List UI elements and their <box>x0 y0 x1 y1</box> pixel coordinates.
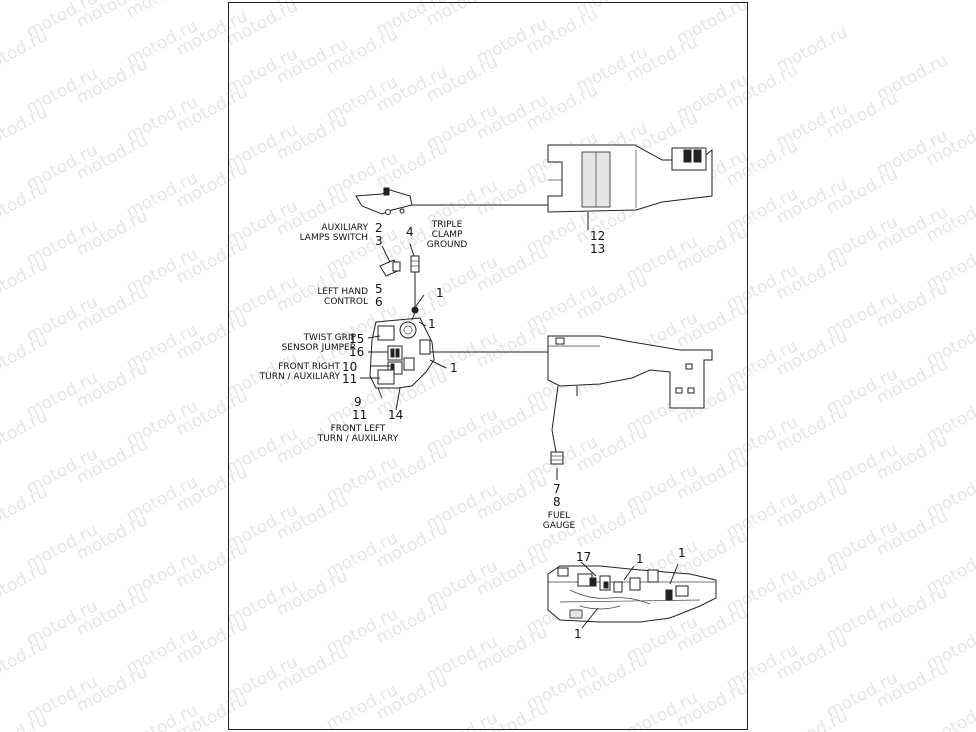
connector-bracket-assembly <box>369 311 548 389</box>
aux-lamp-connector <box>379 245 401 277</box>
callout-13: 13 <box>590 242 606 256</box>
callout-5: 5 <box>375 282 383 296</box>
callout-12: 12 <box>590 229 606 243</box>
callout-15: 15 <box>349 332 365 346</box>
callout-14: 14 <box>388 408 404 422</box>
aux-lamps-switch-label: AUXILIARY LAMPS SWITCH <box>299 223 368 243</box>
callout-1-upper: 1 <box>436 286 444 300</box>
callout-4: 4 <box>406 225 414 239</box>
lower-harness-assembly <box>547 335 713 480</box>
front-left-turn-label: FRONT LEFT TURN / AUXILIARY <box>317 424 399 444</box>
callout-7: 7 <box>553 482 561 496</box>
callout-2: 2 <box>375 221 383 235</box>
fuel-gauge-label: FUEL GAUGE <box>542 511 576 531</box>
front-right-turn-label: FRONT RIGHT TURN / AUXILIARY <box>259 362 340 382</box>
callout-1-bracket: 1 <box>428 317 436 331</box>
callout-8: 8 <box>553 495 561 509</box>
callout-11-lower: 11 <box>352 408 368 422</box>
left-hand-control-label: LEFT HAND CONTROL <box>317 287 368 307</box>
leader-lines <box>360 294 447 411</box>
callout-3: 3 <box>375 234 383 248</box>
callout-9: 9 <box>354 395 362 409</box>
diagram-frame <box>228 2 748 730</box>
upper-harness-assembly <box>355 144 713 230</box>
callout-11-upper: 11 <box>342 372 358 386</box>
callout-6: 6 <box>375 295 383 309</box>
callout-17: 17 <box>576 550 592 564</box>
callout-1-inset-right: 1 <box>678 546 686 560</box>
callout-10: 10 <box>342 360 358 374</box>
twist-grip-sensor-label: TWIST GRIP SENSOR JUMPER <box>281 333 356 353</box>
callout-1-inset-bottom: 1 <box>574 627 582 641</box>
callout-1-wire: 1 <box>450 361 458 375</box>
inset-view-assembly <box>547 561 717 629</box>
triple-clamp-ground-connector <box>409 243 420 314</box>
triple-clamp-ground-label: TRIPLE CLAMP GROUND <box>426 220 468 250</box>
callout-16: 16 <box>349 345 365 359</box>
callout-1-inset-left: 1 <box>636 552 644 566</box>
